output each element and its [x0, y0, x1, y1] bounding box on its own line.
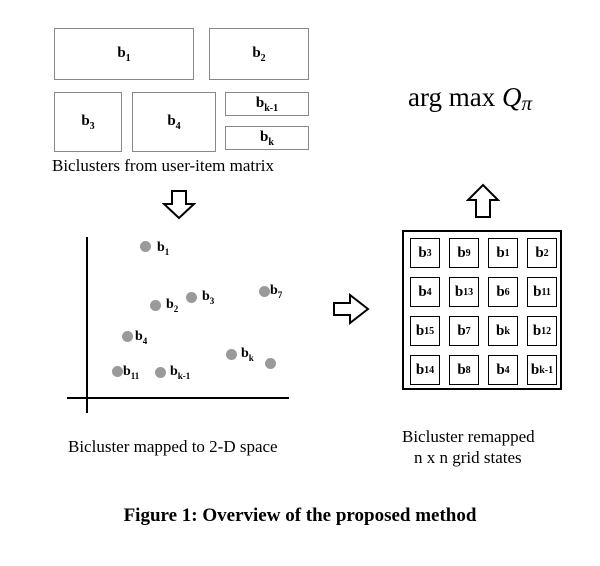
scatter-point-label: b4: [135, 329, 148, 346]
bicluster-box-b1: b1: [54, 28, 194, 80]
scatter-point: [155, 367, 166, 378]
scatter-point-label: bk-1: [170, 364, 191, 381]
bicluster-label: bk: [260, 128, 274, 148]
figure-caption: Figure 1: Overview of the proposed metho…: [123, 505, 477, 526]
bicluster-box-b4: b4: [132, 92, 216, 152]
bicluster-label: b4: [167, 112, 181, 132]
scatter-point-label: b2: [166, 297, 179, 314]
caption-grid-line1: Bicluster remapped: [402, 427, 535, 446]
scatter-y-axis: [86, 237, 88, 413]
bicluster-label: bk-1: [255, 94, 279, 114]
bicluster-box-bk: bk: [225, 126, 309, 150]
scatter-point: [150, 300, 161, 311]
scatter-point: [140, 241, 151, 252]
scatter-point-label: b3: [202, 289, 215, 306]
objective-formula: arg max Qπ: [408, 82, 533, 115]
caption-top: Biclusters from user-item matrix: [52, 156, 275, 175]
caption-grid-line2: n x n grid states: [414, 448, 522, 467]
bicluster-label: b3: [81, 112, 95, 132]
caption-scatter: Bicluster mapped to 2-D space: [68, 437, 278, 456]
bicluster-box-bk-1: bk-1: [225, 92, 309, 116]
scatter-point: [112, 366, 123, 377]
arrow-up-icon: [466, 183, 500, 218]
bicluster-box-b2: b2: [209, 28, 309, 80]
arrow-right-icon: [333, 293, 370, 325]
arrow-down-icon: [162, 190, 196, 220]
scatter-point-label: b11: [123, 364, 140, 381]
scatter-point: [122, 331, 133, 342]
scatter-point-label: b1: [157, 240, 170, 257]
bicluster-label: b1: [117, 44, 131, 64]
scatter-point: [265, 358, 276, 369]
scatter-point: [226, 349, 237, 360]
scatter-point: [186, 292, 197, 303]
scatter-point-label: b7: [270, 283, 283, 300]
bicluster-box-b3: b3: [54, 92, 122, 152]
scatter-x-axis: [67, 397, 289, 399]
scatter-point-label: bk: [241, 346, 254, 363]
bicluster-label: b2: [252, 44, 266, 64]
scatter-point: [259, 286, 270, 297]
